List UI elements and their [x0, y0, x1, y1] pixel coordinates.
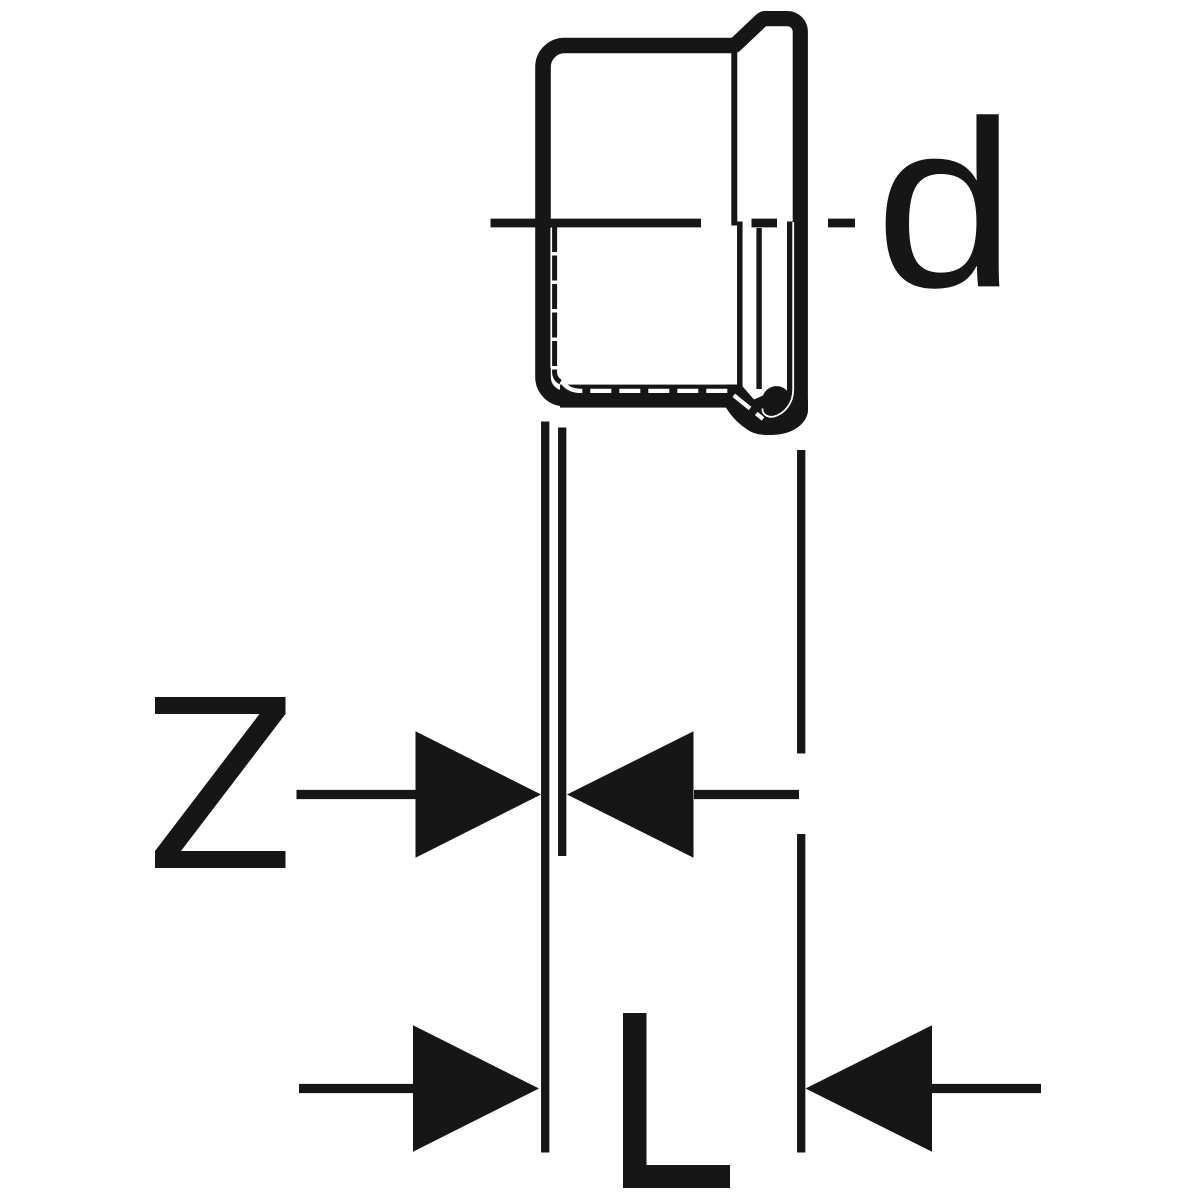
svg-text:d: d: [875, 72, 1016, 337]
